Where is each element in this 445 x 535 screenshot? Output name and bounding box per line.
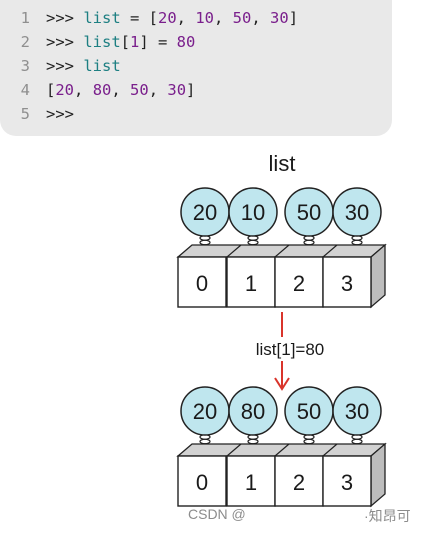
before-box-divider [274, 244, 290, 258]
line-number: 2 [20, 33, 30, 51]
after-value-2: 50 [297, 399, 321, 424]
code-text: , [111, 81, 131, 99]
after-index-3: 3 [341, 470, 353, 495]
update-arrowhead [274, 377, 290, 391]
after-index-1: 1 [245, 470, 257, 495]
code-number: 30 [167, 81, 187, 99]
code-line: 2 >>> list[1] = 80 [0, 30, 196, 54]
after-box-divider [322, 443, 338, 457]
code-number: 80 [176, 33, 196, 51]
after-box-divider [274, 443, 290, 457]
operation-label: list[1]=80 [256, 340, 325, 359]
after-cell-1 [226, 455, 276, 507]
code-text: , [74, 81, 93, 99]
operation-label-bg [244, 337, 336, 361]
before-cell-3 [322, 256, 372, 308]
code-text: , [176, 9, 196, 27]
code-identifier: list [83, 57, 121, 75]
code-line: 1 >>> list = [20, 10, 50, 30] [0, 6, 298, 30]
footer-source-label: CSDN @ [188, 506, 246, 522]
after-index-0: 0 [196, 470, 208, 495]
code-text: ] [288, 9, 299, 27]
line-number: 1 [20, 9, 30, 27]
spring-coil [247, 438, 259, 445]
spring-coil [303, 239, 315, 246]
before-box-divider [226, 244, 242, 258]
spring-coil [351, 239, 363, 246]
code-text: , [214, 9, 233, 27]
code-line: 5 >>> [0, 102, 74, 126]
code-identifier: list [83, 9, 121, 27]
code-text: = [ [120, 9, 158, 27]
code-text: >>> [46, 9, 84, 27]
after-value-1: 80 [241, 399, 265, 424]
before-value-3: 30 [345, 200, 369, 225]
code-line: 4 [20, 80, 50, 30] [0, 78, 196, 102]
before-value-2: 50 [297, 200, 321, 225]
before-index-1: 1 [245, 271, 257, 296]
after-index-2: 2 [293, 470, 305, 495]
after-box-divider [226, 443, 242, 457]
after-value-0: 20 [193, 399, 217, 424]
line-number: 4 [20, 81, 30, 99]
before-cell-0 [177, 256, 227, 308]
code-text: >>> [46, 57, 84, 75]
code-text: >>> [46, 105, 74, 123]
diagram-title: list [269, 151, 296, 176]
line-number: 3 [20, 57, 30, 75]
code-text: , [251, 9, 271, 27]
code-number: 20 [157, 9, 177, 27]
code-number: 50 [130, 81, 149, 99]
code-panel: 1>>> list = [20, 10, 50, 30]2>>> list[1]… [0, 0, 392, 136]
code-identifier: list [83, 33, 121, 51]
code-number: 80 [92, 81, 112, 99]
spring-coil [303, 438, 315, 445]
after-value-3: 30 [345, 399, 369, 424]
line-number: 5 [20, 105, 30, 123]
spring-coil [199, 438, 211, 445]
code-text: [ [120, 33, 130, 51]
before-index-3: 3 [341, 271, 353, 296]
code-text: ] = [139, 33, 177, 51]
before-value-0: 20 [193, 200, 217, 225]
code-number: 10 [195, 9, 214, 27]
spring-coil [247, 239, 259, 246]
spring-coil [351, 438, 363, 445]
code-text: , [148, 81, 168, 99]
code-number: 20 [55, 81, 75, 99]
after-cell-2 [274, 455, 324, 507]
after-cell-0 [177, 455, 227, 507]
code-line: 3 >>> list [0, 54, 121, 78]
after-value-bubble-1 [228, 386, 278, 436]
footer-watermark: ·知昂可 [364, 508, 411, 524]
before-index-2: 2 [293, 271, 305, 296]
after-value-bubble-3 [332, 386, 382, 436]
before-value-1: 10 [241, 200, 265, 225]
code-text: ] [186, 81, 196, 99]
code-number: 1 [130, 33, 140, 51]
before-index-0: 0 [196, 271, 208, 296]
after-cell-3 [322, 455, 372, 507]
before-box-divider [322, 244, 338, 258]
code-number: 50 [232, 9, 252, 27]
before-value-bubble-1 [228, 187, 278, 237]
code-text: >>> [46, 33, 84, 51]
before-cell-2 [274, 256, 324, 308]
spring-coil [199, 239, 211, 246]
code-text: [ [46, 81, 56, 99]
before-cell-1 [226, 256, 276, 308]
before-value-bubble-3 [332, 187, 382, 237]
code-number: 30 [270, 9, 289, 27]
